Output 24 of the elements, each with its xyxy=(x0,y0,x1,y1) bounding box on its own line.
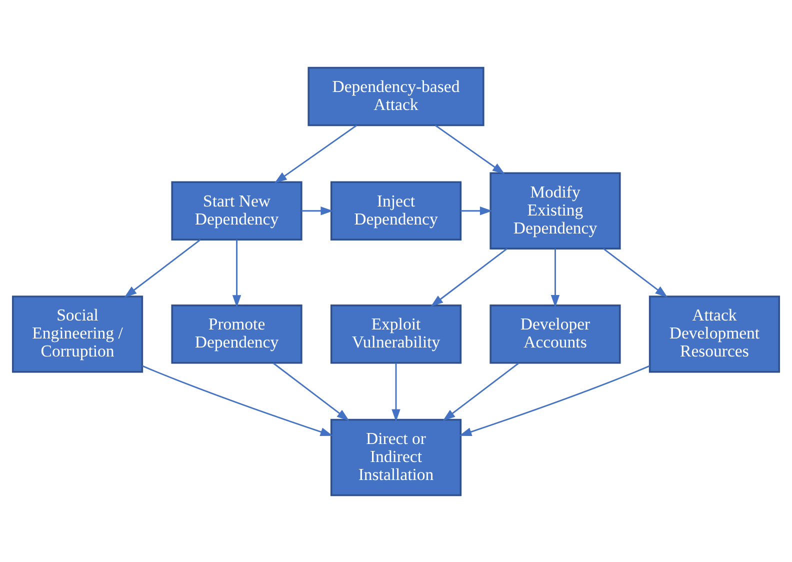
node-box: Developer Accounts xyxy=(490,304,621,364)
node-box: Social Engineering / Corruption xyxy=(12,295,144,372)
arrow xyxy=(603,248,668,297)
arrow xyxy=(434,124,505,174)
arrow xyxy=(272,362,350,420)
arrow xyxy=(550,248,560,307)
node-box: Dependency-based Attack xyxy=(308,66,484,126)
arrow xyxy=(442,362,520,420)
arrow xyxy=(142,364,333,436)
arrow xyxy=(301,206,334,215)
node-box: Inject Dependency xyxy=(330,180,462,240)
node-box: Direct or Indirect Installation xyxy=(330,418,462,496)
arrow xyxy=(430,248,508,306)
arrow xyxy=(459,364,650,436)
arrow xyxy=(274,124,358,183)
node-box: Attack Development Resources xyxy=(648,295,780,372)
arrow xyxy=(232,239,242,308)
arrow xyxy=(460,206,492,215)
node-box: Start New Dependency xyxy=(171,180,302,240)
arrow xyxy=(392,362,400,422)
arrow xyxy=(124,238,201,298)
node-box: Promote Dependency xyxy=(171,304,302,364)
node-box: Modify Existing Dependency xyxy=(490,172,621,249)
node-box: Exploit Vulnerability xyxy=(330,304,462,364)
